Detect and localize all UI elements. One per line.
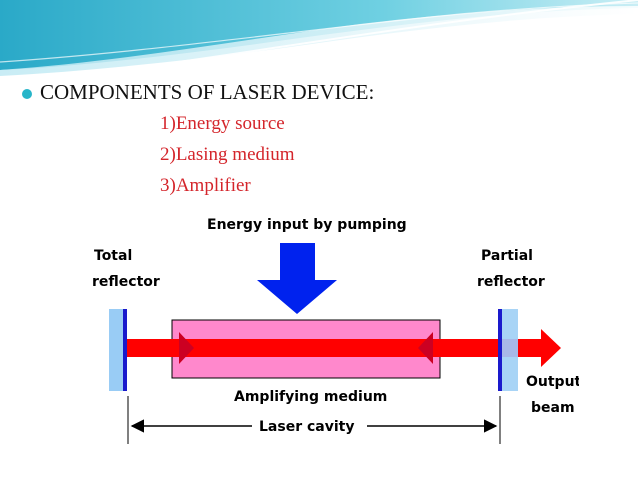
backward-reflection-arrow-icon xyxy=(418,332,433,364)
pump-arrow-icon xyxy=(257,243,337,314)
total-reflector-label-line2: reflector xyxy=(92,274,160,290)
partial-reflector-label-line1: Partial xyxy=(481,248,533,264)
laser-device-diagram: Energy input by pumping Total reflector … xyxy=(84,208,579,453)
total-reflector-surface xyxy=(123,309,127,391)
partial-reflector-mirror xyxy=(502,309,518,391)
output-beam-arrowhead xyxy=(541,329,561,367)
partial-reflector-label-line2: reflector xyxy=(477,274,545,290)
header-swoosh-decoration xyxy=(0,0,638,76)
list-item-amplifier: 3)Amplifier xyxy=(160,175,251,196)
slide-title: COMPONENTS OF LASER DEVICE: xyxy=(40,80,375,104)
laser-cavity-label: Laser cavity xyxy=(259,419,354,435)
laser-beam xyxy=(127,339,541,357)
forward-reflection-arrow-icon xyxy=(179,332,194,364)
output-beam-label-line1: Output xyxy=(526,374,579,390)
list-item-lasing-medium: 2)Lasing medium xyxy=(160,144,295,165)
output-beam-label-line2: beam xyxy=(531,400,575,416)
energy-input-label: Energy input by pumping xyxy=(207,217,407,233)
total-reflector-label-line1: Total xyxy=(94,248,132,264)
list-item-energy-source: 1)Energy source xyxy=(160,113,285,134)
partial-reflector-surface xyxy=(498,309,502,391)
amplifying-medium-label: Amplifying medium xyxy=(234,389,387,405)
bullet-icon xyxy=(22,89,32,99)
total-reflector-mirror xyxy=(109,309,125,391)
